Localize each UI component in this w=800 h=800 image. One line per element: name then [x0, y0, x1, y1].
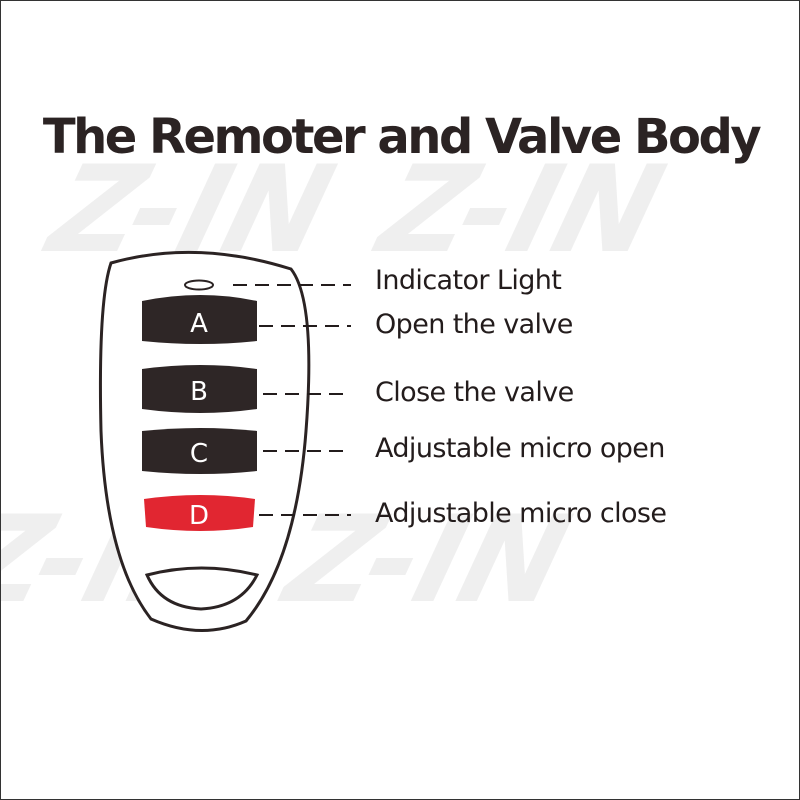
indicator-light: [184, 279, 214, 291]
label-open-valve: Open the valve: [375, 309, 573, 340]
button-c[interactable]: C: [142, 428, 257, 474]
button-b[interactable]: B: [142, 365, 257, 413]
button-a[interactable]: A: [142, 295, 257, 344]
label-close-valve: Close the valve: [375, 377, 574, 408]
button-c-letter: C: [190, 439, 208, 469]
label-micro-open: Adjustable micro open: [375, 433, 665, 464]
svg-text:Z-IN: Z-IN: [269, 490, 583, 630]
remote-keyring-loop: [144, 566, 260, 611]
button-b-letter: B: [190, 377, 208, 407]
button-d-letter: D: [189, 501, 209, 531]
page-title: The Remoter and Valve Body: [42, 109, 762, 165]
svg-text:Z-IN: Z-IN: [362, 140, 676, 280]
label-micro-close: Adjustable micro close: [375, 498, 667, 529]
button-d[interactable]: D: [144, 495, 255, 531]
button-a-letter: A: [190, 309, 208, 339]
label-indicator-light: Indicator Light: [375, 265, 562, 296]
